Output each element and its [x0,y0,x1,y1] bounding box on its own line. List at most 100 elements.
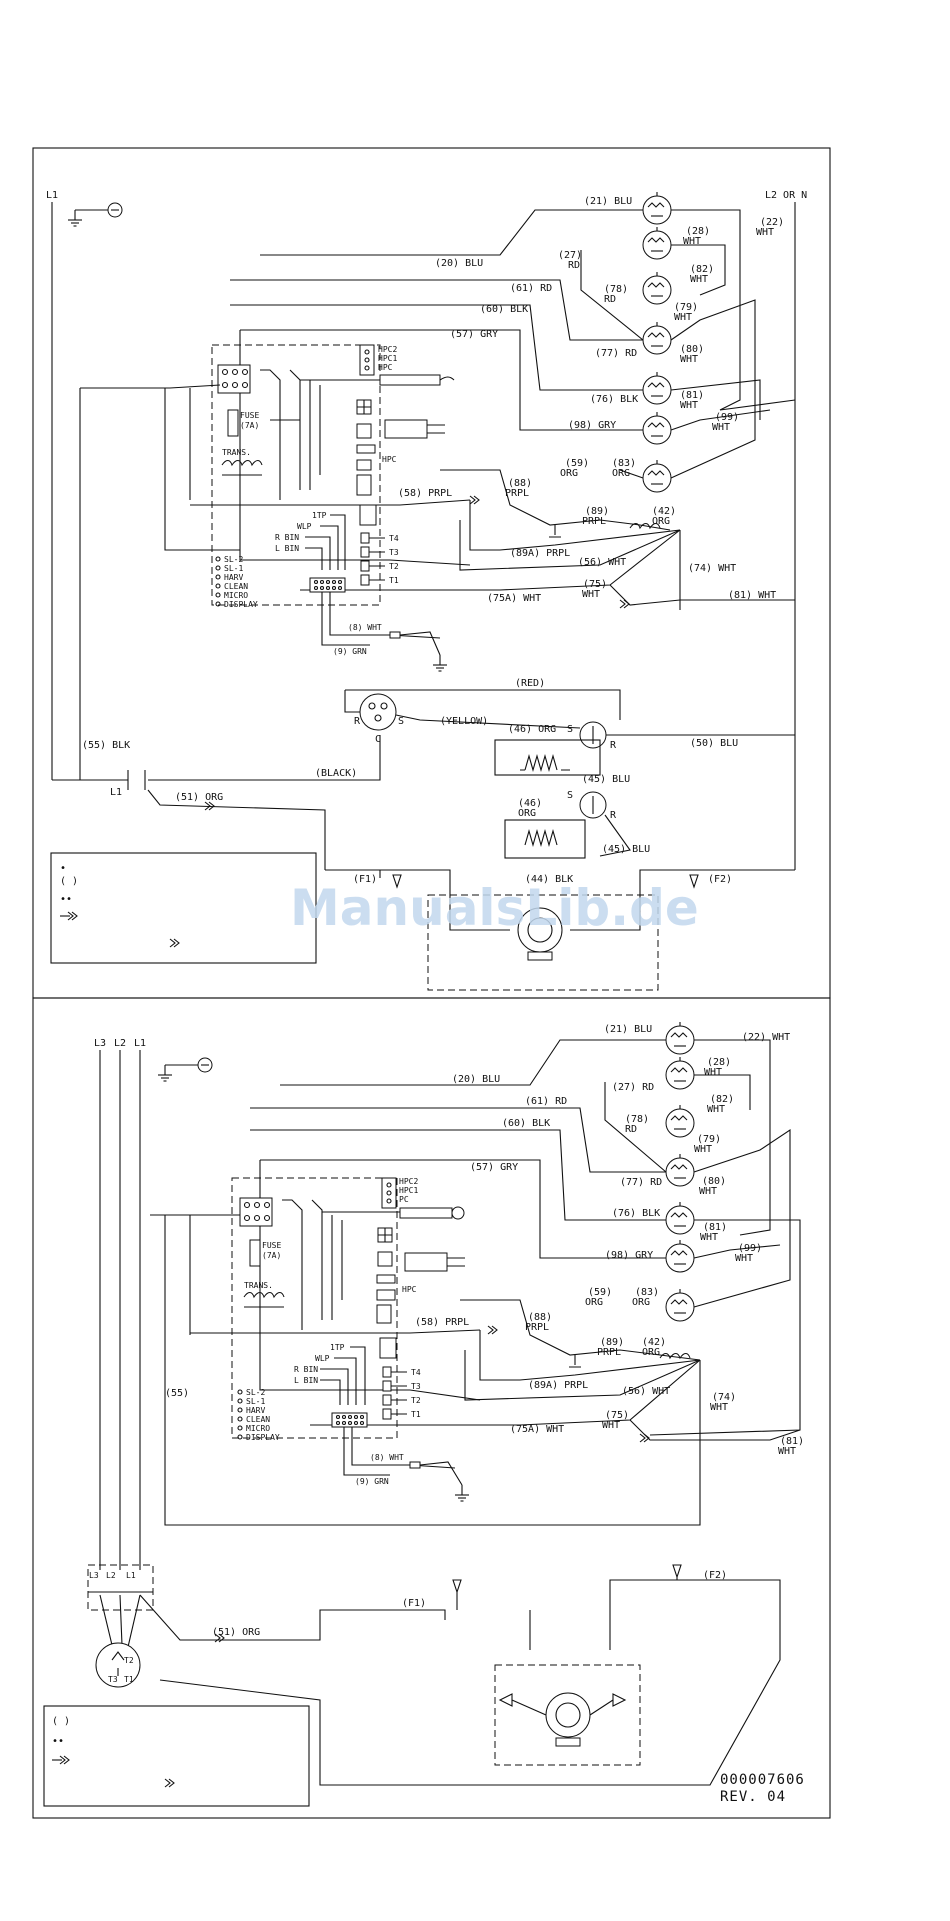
wire-label-42-color: ORG [652,516,670,527]
wire-label-74: (74) WHT [688,563,736,574]
wire-label-80: (80) [680,344,704,355]
d2-wire-label-42: (42) [642,1337,666,1348]
d2-wire-label-61: (61) RD [525,1096,567,1107]
d2-wire-label-51: (51) ORG [212,1627,260,1638]
d2-wire-label-f1: (F1) [402,1598,426,1609]
wire-label-80-color: WHT [680,354,698,365]
block-l2: L2 [106,1571,116,1580]
legend-dots-2: •• [52,1736,64,1747]
sensor-tag-2-1: HPC2 [399,1177,418,1186]
sensor-1 [379,374,441,386]
wire-label-27-color: RD [568,260,580,271]
wire-label-60: (60) BLK [480,304,528,315]
wire-label-81-color: WHT [680,400,698,411]
d2-display-item-micro: MICRO [246,1424,270,1433]
hpc-label-2: HPC [402,1285,417,1294]
wire-label-45b: (45) BLU [602,844,650,855]
wire-label-59-color: ORG [560,468,578,479]
plug-2a [376,1289,396,1301]
d2-wire-label-21: (21) BLU [604,1024,652,1035]
motor-3phase-icon [95,1642,141,1688]
legend-chevron-icon-2 [164,1778,175,1788]
limit-switch-76-icon [642,371,672,405]
relay-r-label: R [610,740,617,751]
hpc-plug-2 [376,1274,396,1284]
wire-label-59: (59) [565,458,589,469]
d2-wire-label-82: (82) [710,1094,734,1105]
pin-label-wlp: WLP [297,522,312,531]
d2-wire-label-98: (98) GRY [605,1250,653,1261]
d2-wire-label-f2: (F2) [703,1570,727,1581]
terminal-l1: L1 [134,1038,146,1049]
fuse-label-2: FUSE [262,1241,281,1250]
wire-label-82-color: WHT [690,274,708,285]
motor-t3: T3 [108,1675,118,1684]
compressor-run-label: R [354,716,361,727]
display-item-micro: MICRO [224,591,248,600]
wire-label-27: (27) [558,250,582,261]
d2-wire-label-80-color: WHT [699,1186,717,1197]
d2-pin-label-1tp: 1TP [330,1343,345,1352]
relay-box-2b [377,1251,393,1267]
d2-wire-label-80: (80) [702,1176,726,1187]
d2-wire-label-81-color: WHT [700,1232,718,1243]
wire-label-88-color: PRPL [505,488,529,499]
pin-label-t4: T4 [389,534,399,543]
limit-switch-28-icon [642,226,672,260]
wire-label-51: (51) ORG [175,792,223,803]
pin-label-rbin: R BIN [275,533,299,542]
wire-label-42: (42) [652,506,676,517]
fuse-rating-2: (7A) [262,1251,281,1260]
d2-wire-label-77: (77) RD [620,1177,662,1188]
ground-icon-2 [157,1057,213,1082]
wire-label-46b: (46) [518,798,542,809]
pin-label-t2: T2 [389,562,399,571]
display-connector-2 [331,1412,368,1428]
terminal-l3: L3 [94,1038,106,1049]
d2-display-item-sl1: SL-1 [246,1397,265,1406]
d2-switch-83-icon [665,1288,695,1322]
wire-label-98: (98) GRY [568,420,616,431]
wire-label-f2: (F2) [708,874,732,885]
start-relay-icon [579,721,607,749]
d2-wire-label-75: (75) [605,1410,629,1421]
transformer-label-2: TRANS. [244,1281,273,1290]
wire-label-56: (56) WHT [578,557,626,568]
sensor-2b [404,1252,448,1272]
wire-label-44: (44) BLK [525,874,573,885]
d2-display-item-harv: HARV [246,1406,265,1415]
d2-wire-label-28-color: WHT [704,1067,722,1078]
sensor-tag-2-2: HPC1 [399,1186,418,1195]
d2-wire-label-79: (79) [697,1134,721,1145]
d2-wire-label-60: (60) BLK [502,1118,550,1129]
legend-parens: ( ) [60,876,78,887]
wire-label-8: (8) WHT [348,623,382,632]
wire-label-22-color: WHT [756,227,774,238]
fuse-label: FUSE [240,411,259,420]
limit-switch-21-icon [642,191,672,225]
d2-wire-label-20: (20) BLU [452,1074,500,1085]
legend-chevron-icon [169,938,180,948]
transformer-coil-icon [221,459,263,476]
pin-label-1tp: 1TP [312,511,327,520]
d2-wire-label-78: (78) [625,1114,649,1125]
d2-wire-label-99-color: WHT [735,1253,753,1264]
relay2-s-label: S [567,790,573,801]
d2-wire-label-28: (28) [707,1057,731,1068]
watermark: ManualsLib.de [290,879,699,937]
plug-a [356,459,372,471]
d2-wire-label-56: (56) WHT [622,1386,670,1397]
wire-label-79-color: WHT [674,312,692,323]
legend-box-1 [50,852,317,964]
wire-label-9: (9) GRN [333,647,367,656]
wire-label-81-wht: (81) WHT [728,590,776,601]
sensor-tag-2: HPC1 [378,354,397,363]
wire-label-f1: (F1) [353,874,377,885]
ground-icon [67,202,123,227]
d2-switch-28-icon [665,1056,695,1090]
display-item-clean: CLEAN [224,582,248,591]
wire-label-46c: ORG [518,808,536,819]
wire-label-81: (81) [680,390,704,401]
d2-wire-label-74: (74) [712,1392,736,1403]
